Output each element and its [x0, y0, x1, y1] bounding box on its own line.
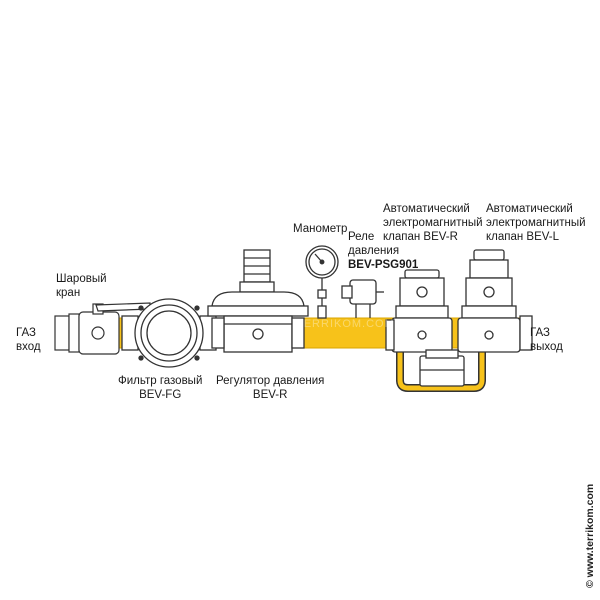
solenoid-valve-l-line1: Автоматический: [486, 203, 573, 215]
ball-valve-label: Шаровый кран: [56, 272, 107, 300]
solenoid-valve-l-label: Автоматический электромагнитный клапан B…: [486, 202, 586, 244]
ball-valve-line2: кран: [56, 287, 81, 299]
ball-valve: [78, 302, 151, 355]
solenoid-valve-l-line3: клапан BEV-L: [486, 231, 560, 243]
inlet-fitting: [54, 313, 80, 353]
solenoid-valve-r-line3: клапан BEV-R: [383, 231, 458, 243]
gas-outlet-line2: выход: [530, 341, 563, 353]
manometer-line1: Манометр: [293, 223, 348, 235]
gas-filter-line1: Фильтр газовый: [118, 375, 203, 387]
manometer-label: Манометр: [293, 222, 347, 236]
solenoid-valve-r-line2: электромагнитный: [383, 217, 483, 229]
pressure-relay-line2: давления: [348, 245, 400, 257]
copyright-text: © www.terrikom.com: [584, 483, 596, 588]
pressure-relay-line3: BEV-PSG901: [348, 259, 419, 271]
pressure-regulator-line2: BEV-R: [252, 389, 288, 401]
gas-filter: [121, 298, 217, 368]
gas-inlet-line1: ГАЗ: [16, 327, 36, 339]
pressure-relay-unit: [341, 279, 384, 318]
solenoid-valve-r-body: [385, 269, 453, 353]
solenoid-valve-l-body: [457, 249, 533, 353]
watermark-text: TERRIKOM.COM: [296, 318, 395, 330]
gas-filter-line2: BEV-FG: [139, 389, 182, 401]
manometer-gauge: [305, 245, 339, 319]
pressure-relay-label: Реле давления BEV-PSG901: [348, 230, 418, 272]
bypass-control-module: [419, 349, 465, 387]
gas-inlet-line2: вход: [16, 341, 41, 353]
pressure-relay-line1: Реле: [348, 231, 375, 243]
pressure-regulator-label: Регулятор давления BEV-R: [216, 374, 324, 402]
pressure-regulator: [207, 249, 309, 353]
solenoid-valve-r-label: Автоматический электромагнитный клапан B…: [383, 202, 483, 244]
pressure-regulator-line1: Регулятор давления: [216, 375, 325, 387]
gas-outlet-line1: ГАЗ: [530, 327, 550, 339]
solenoid-valve-l-line2: электромагнитный: [486, 217, 586, 229]
solenoid-valve-r-line1: Автоматический: [383, 203, 470, 215]
bypass-tube: [396, 334, 486, 392]
ball-valve-line1: Шаровый: [56, 273, 107, 285]
gas-filter-label: Фильтр газовый BEV-FG: [118, 374, 202, 402]
gas-outlet-label: ГАЗ выход: [530, 326, 563, 354]
gas-inlet-label: ГАЗ вход: [16, 326, 41, 354]
